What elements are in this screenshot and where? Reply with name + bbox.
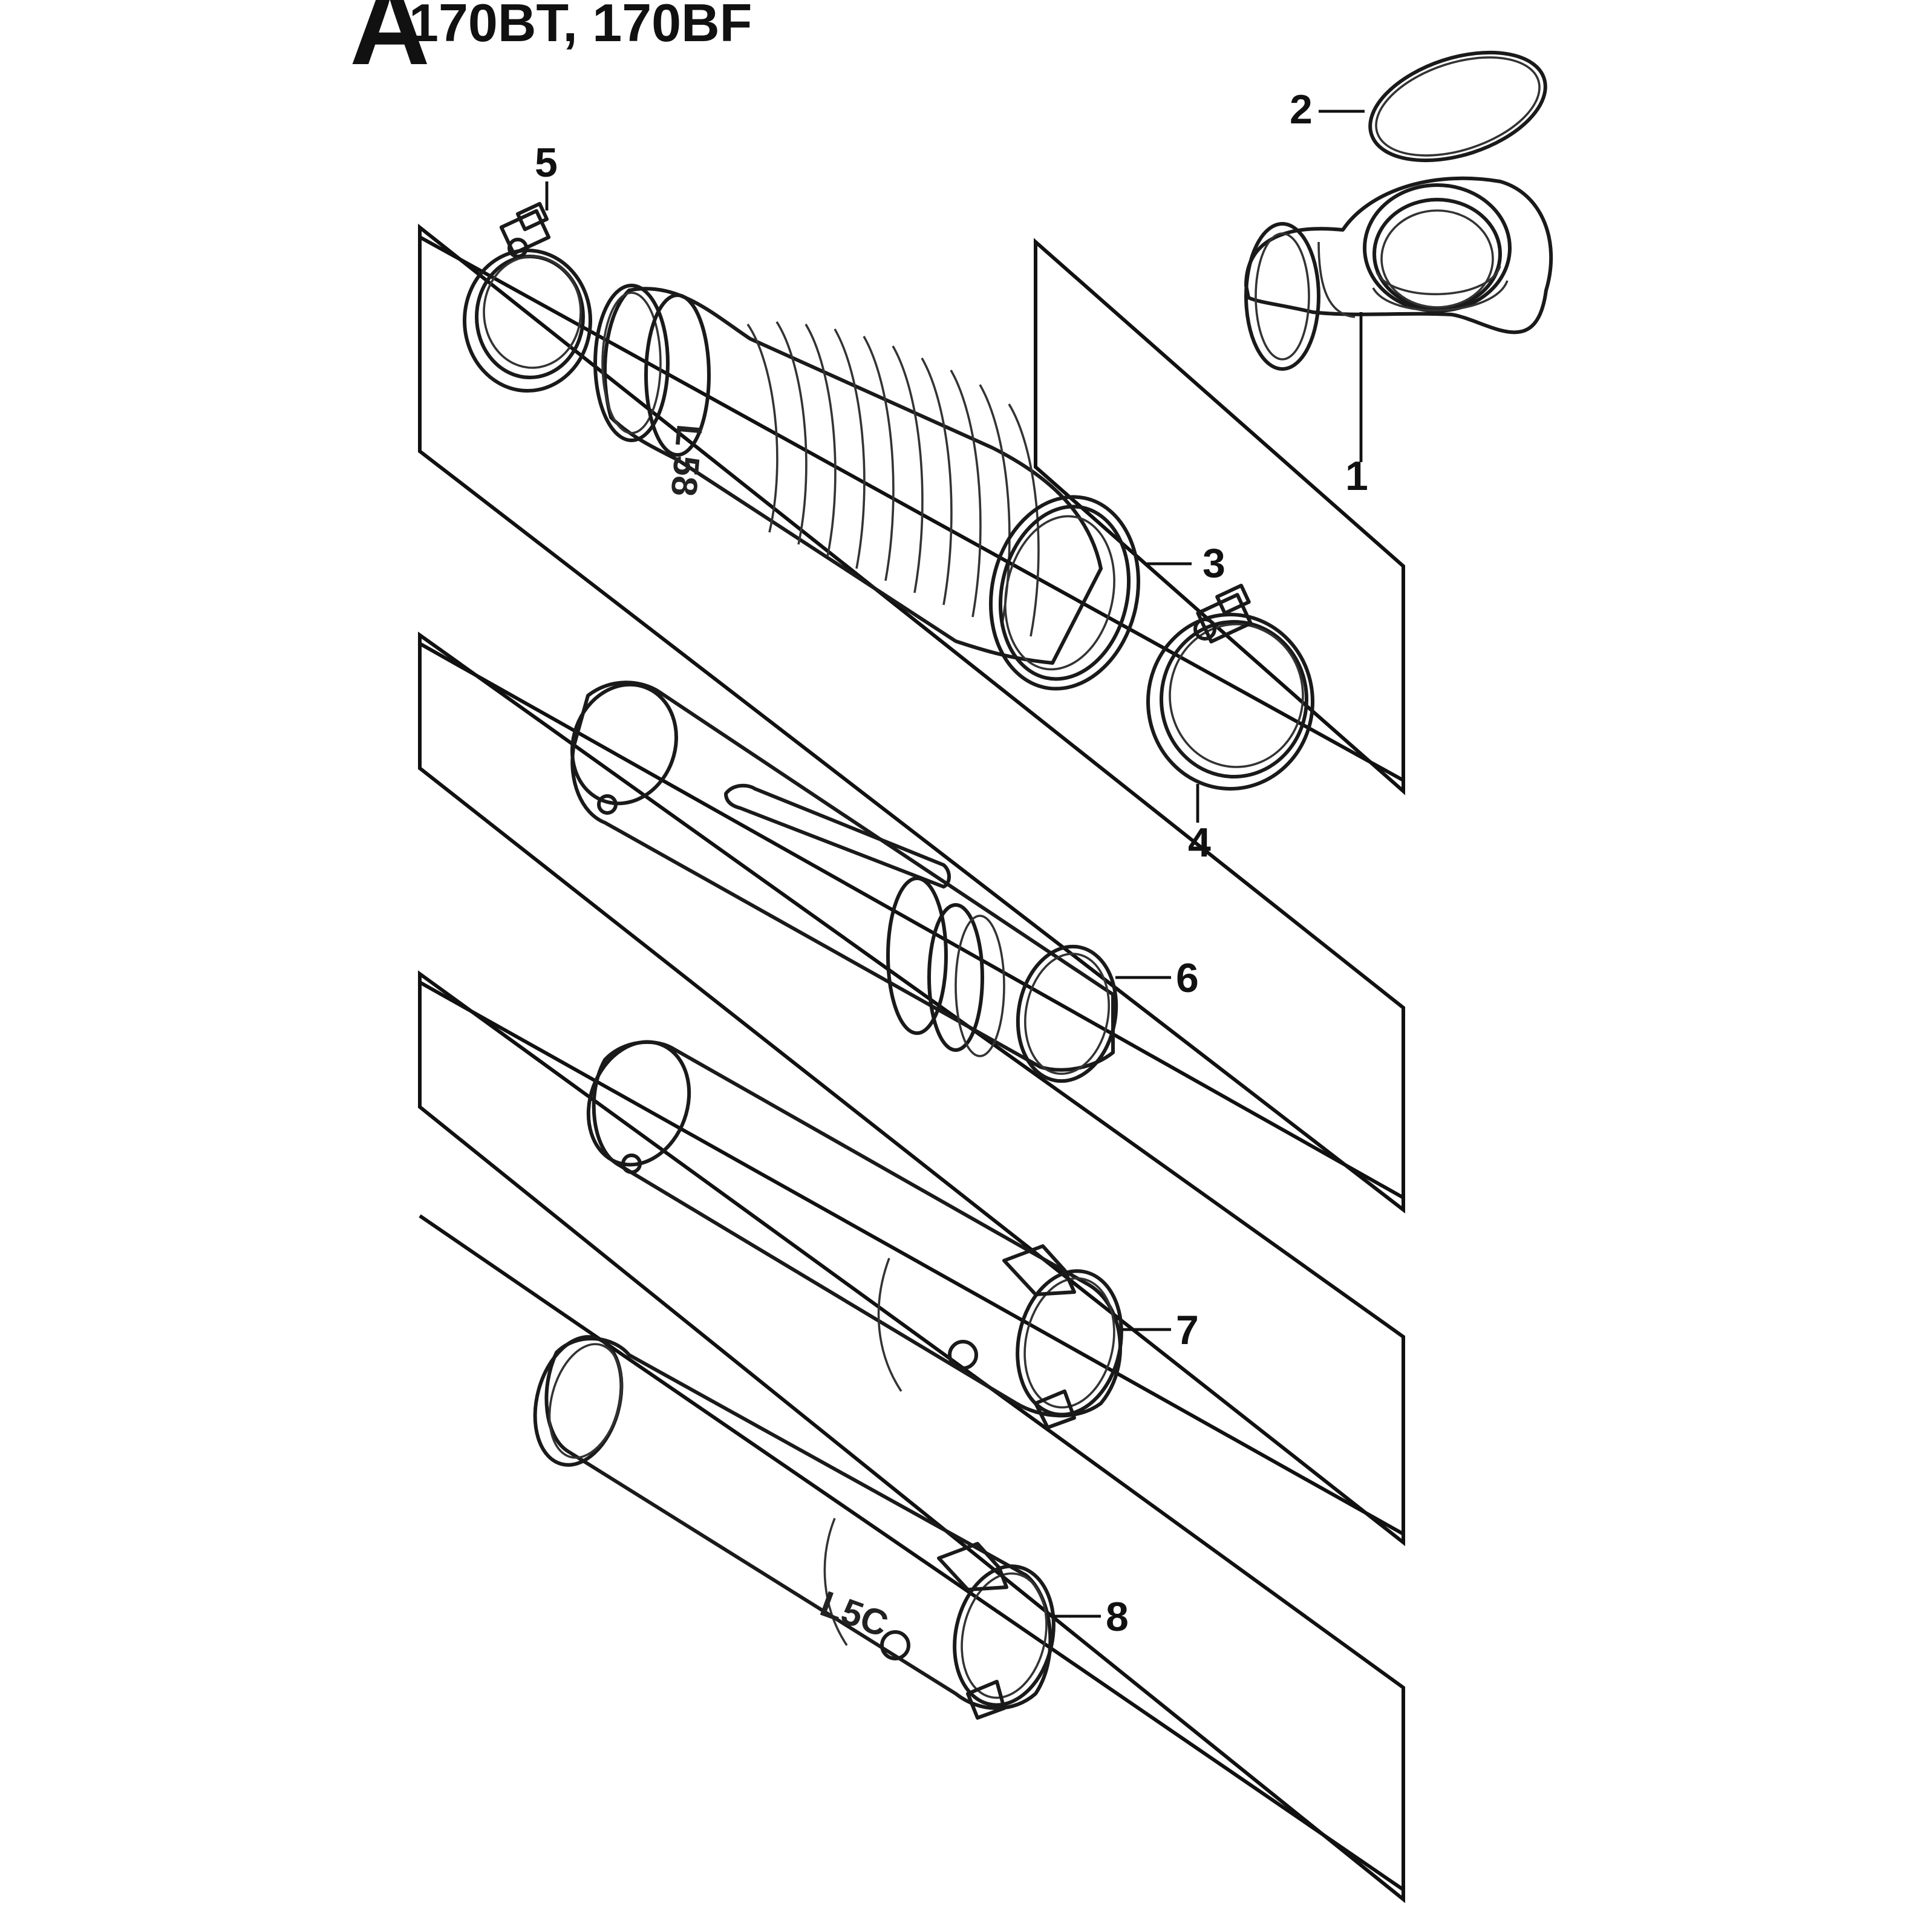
frame-elbow [1034,238,1405,795]
callout-4: 4 [1188,820,1211,866]
leader-lines [545,109,1365,1618]
hose-marking: L 58 [664,423,710,498]
hose-corrugations [746,321,1040,637]
section-letter: A [350,0,430,88]
callout-1: 1 [1345,453,1368,499]
part-5-hose-clamp [463,201,592,393]
part-7-tube [586,1040,1123,1429]
axis-tube-8 [419,1214,1405,1891]
callout-5: 5 [535,140,558,186]
callout-8: 8 [1106,1594,1129,1640]
tube-marking: L5C [815,1583,893,1645]
part-6-tube [570,680,1118,1083]
part-8-nozzle: L5C [533,1335,1056,1720]
frame-tube-7-8 [418,970,1405,1904]
part-4-hose-clamp [1146,584,1314,791]
axis-tube-6 [419,642,1405,1199]
part-1-elbow [1244,176,1553,371]
model-title: 170BT, 170BF [409,0,752,53]
callout-6: 6 [1176,955,1199,1001]
callout-3: 3 [1203,540,1225,586]
callout-2: 2 [1290,86,1313,132]
part-2-o-ring [1368,50,1547,163]
axis-hose [419,235,1405,782]
frame-tube-6 [418,631,1405,1547]
frame-hose [418,223,1405,1214]
axis-tube-7 [419,981,1405,1536]
callout-7: 7 [1176,1307,1199,1353]
flex-hose: L 58 [593,284,1141,691]
